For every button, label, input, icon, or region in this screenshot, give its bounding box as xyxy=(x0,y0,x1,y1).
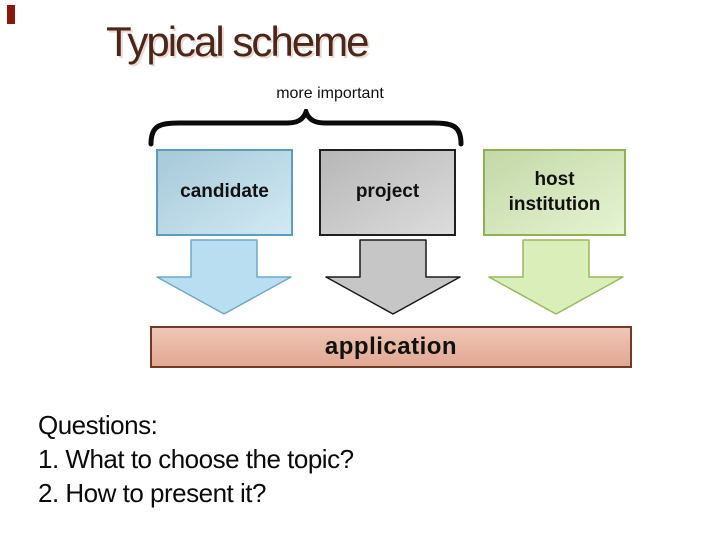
questions-block: Questions: 1. What to choose the topic? … xyxy=(38,408,354,510)
question-item-1: 1. What to choose the topic? xyxy=(38,444,354,474)
slide-title: Typical scheme xyxy=(106,18,369,65)
corner-accent-mark xyxy=(7,5,15,24)
brace-label: more important xyxy=(276,85,384,102)
application-box: application xyxy=(150,326,632,368)
host-institution-down-arrow xyxy=(488,239,624,315)
project-box: project xyxy=(319,149,456,236)
host-institution-box: host institution xyxy=(483,149,626,236)
candidate-box: candidate xyxy=(156,149,293,236)
candidate-down-arrow xyxy=(156,239,292,315)
project-down-arrow xyxy=(325,239,461,315)
questions-heading: Questions: xyxy=(38,410,158,440)
curly-brace-icon xyxy=(148,109,464,147)
question-item-2: 2. How to present it? xyxy=(38,478,266,508)
